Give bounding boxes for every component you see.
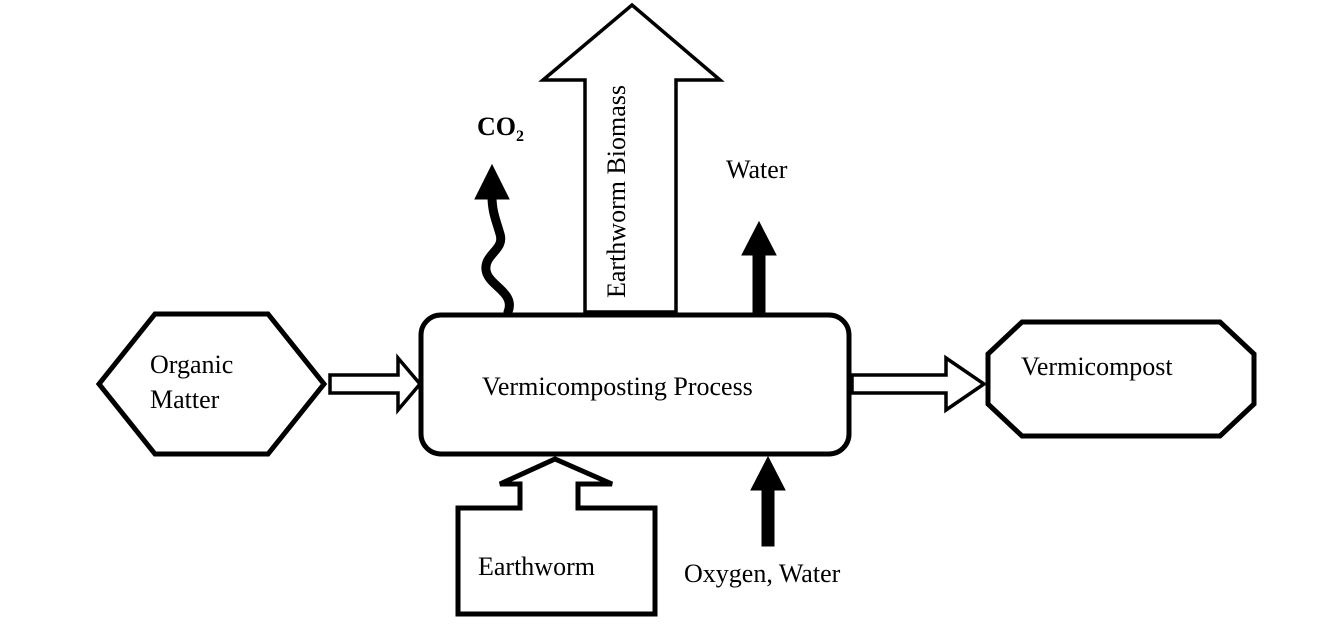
co2-wavy-arrow-shaft	[481, 191, 514, 317]
earthworm-biomass-arrow	[538, 2, 725, 314]
vermicompost-node: Vermicompost	[985, 319, 1257, 439]
process-label: Vermicomposting Process	[482, 372, 753, 401]
water-arrow-shaft	[752, 249, 766, 315]
process-node: Vermicomposting Process	[418, 312, 852, 457]
organic-matter-label-line1: Organic	[150, 350, 233, 379]
output-arrow-vermicompost	[850, 354, 988, 414]
oxygen-water-arrow-shaft	[761, 487, 775, 547]
co2-label: CO2	[477, 112, 524, 145]
water-output: Water	[726, 155, 788, 315]
co2-label-main: CO	[477, 112, 516, 141]
vermicompost-label: Vermicompost	[1021, 352, 1173, 381]
organic-matter-hexagon	[95, 311, 328, 457]
earthworm-biomass-output: Earthworm Biomass	[538, 2, 725, 314]
vermicompost-octagon	[985, 319, 1257, 439]
input-arrow-organic-matter	[328, 353, 423, 415]
water-arrowhead	[741, 220, 777, 256]
earthworm-box	[455, 456, 658, 617]
co2-label-subscript: 2	[516, 128, 524, 145]
organic-matter-label-line2: Matter	[150, 385, 220, 414]
oxygen-water-arrowhead	[750, 455, 786, 491]
earthworm-label: Earthworm	[478, 552, 595, 581]
earthworm-biomass-label: Earthworm Biomass	[602, 85, 631, 298]
process-box	[418, 312, 852, 457]
organic-matter-node: Organic Matter	[95, 311, 328, 457]
water-label: Water	[726, 155, 788, 184]
earthworm-node: Earthworm	[455, 456, 658, 617]
co2-arrowhead	[474, 163, 510, 200]
co2-output: CO2	[474, 112, 524, 317]
oxygen-water-label: Oxygen, Water	[684, 559, 841, 588]
oxygen-water-input: Oxygen, Water	[684, 455, 841, 588]
